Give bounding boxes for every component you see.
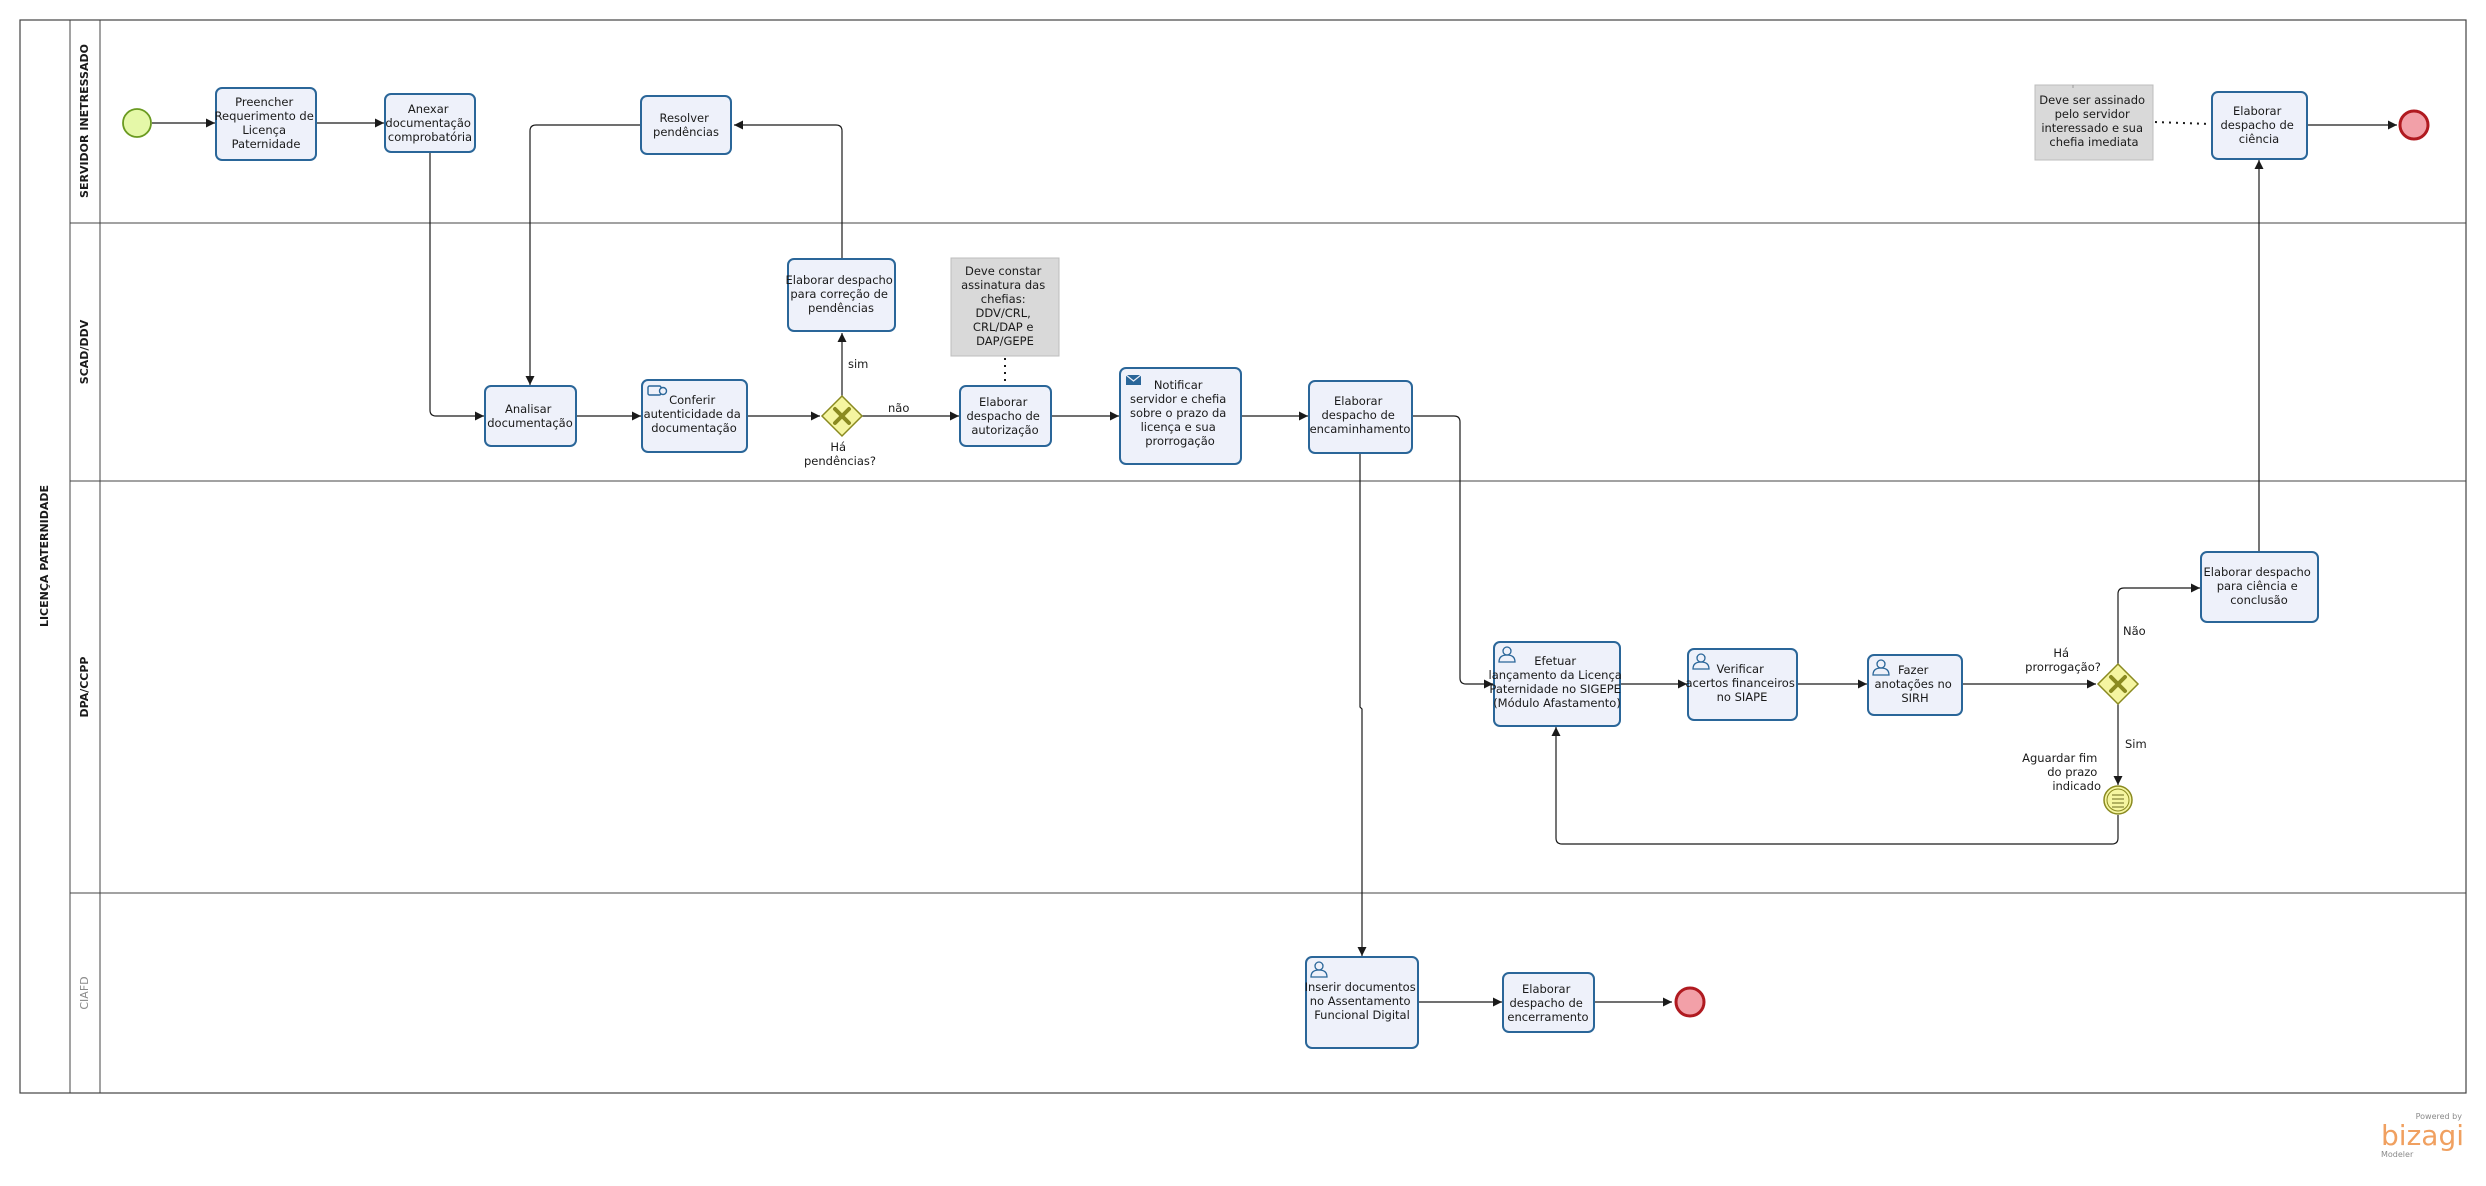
svg-text:Deve constar assinatura: Deve constar assinatura das chefias: DDV…: [961, 264, 1049, 348]
task-elab-ciencia-conclusao[interactable]: Elaborar despacho para ciência e conclus…: [2200, 551, 2319, 623]
flow-correcao-resolver: [734, 120, 843, 258]
gateway-prorrogacao[interactable]: [2096, 662, 2140, 706]
task-elab-correcao[interactable]: Elaborar despacho para correção de pendê…: [785, 258, 896, 332]
logo-product: Modeler: [2381, 1150, 2414, 1159]
task-conferir[interactable]: Conferir autenticidade da documentação: [641, 379, 748, 453]
end-event-ciafd[interactable]: [1674, 986, 1706, 1018]
flow-label-sim-lower: sim: [848, 357, 868, 371]
task-elab-encaminhamento[interactable]: Elaborar despacho de encaminhamento: [1308, 380, 1413, 454]
task-anexar[interactable]: Anexar documentação comprobatória: [384, 93, 476, 153]
lane-label-dpa: DPA/CCPP: [78, 657, 91, 718]
pool-title: LICENÇA PATERNIDADE: [38, 485, 51, 627]
svg-text:Elaborar despacho para c: Elaborar despacho para ciência e conclus…: [2203, 565, 2314, 607]
end-event-servidor[interactable]: [2398, 109, 2430, 141]
flow-label-sim-upper: Sim: [2125, 737, 2147, 751]
task-notificar[interactable]: Notificar servidor e chefia sobre o praz…: [1119, 367, 1242, 465]
task-inserir[interactable]: Inserir documentos no Assentamento Funci…: [1305, 956, 1420, 1049]
svg-text:Efetuar lançamento da Li: Efetuar lançamento da Licença Paternidad…: [1489, 654, 1626, 710]
svg-text:Deve ser assinado pelo s: Deve ser assinado pelo servidor interess…: [2039, 93, 2148, 149]
lane-label-ciafd: CIAFD: [78, 976, 91, 1009]
flow-encaminhamento-efetuar: [1412, 415, 1493, 689]
svg-text:Inserir documentos no As: Inserir documentos no Assentamento Funci…: [1305, 980, 1420, 1022]
user-task-icon: [1310, 961, 1328, 978]
pool: LICENÇA PATERNIDADE SERVIDOR INETRESSADO…: [19, 19, 2467, 1094]
x-icon: [833, 407, 851, 425]
svg-text:Elaborar despacho de: Elaborar despacho de encerramento: [1507, 982, 1588, 1024]
user-task-icon: [1872, 659, 1890, 676]
svg-text:Notificar servidor e che: Notificar servidor e chefia sobre o praz…: [1130, 378, 1230, 448]
svg-text:Elaborar despacho de: Elaborar despacho de autorização: [966, 395, 1043, 437]
flow-anexar-analisar: [429, 152, 484, 421]
timer-lines-icon: [2112, 794, 2124, 808]
annotation-assinatura-chefias: Deve constar assinatura das chefias: DDV…: [950, 257, 1060, 357]
sequence-flows: [152, 118, 2397, 1007]
gateway-prorrogacao-label: Há prorrogação?: [2025, 646, 2101, 674]
svg-text:Analisar documentação: Analisar documentação: [487, 402, 572, 430]
service-task-icon: [647, 385, 668, 396]
task-efetuar[interactable]: Efetuar lançamento da Licença Paternidad…: [1489, 641, 1626, 727]
task-elab-autorizacao[interactable]: Elaborar despacho de autorização: [959, 385, 1052, 447]
annotation-assinado-servidor: Deve ser assinado pelo servidor interess…: [2034, 84, 2154, 161]
lane-label-scad: SCAD/DDV: [78, 319, 91, 384]
svg-text:Conferir autenticidade d: Conferir autenticidade da documentação: [644, 393, 745, 435]
svg-text:Elaborar despacho de: Elaborar despacho de encaminhamento: [1310, 394, 1411, 436]
gateway-pendencias[interactable]: [820, 394, 864, 438]
svg-text:Verificar acertos financ: Verificar acertos financeiros no SIAPE: [1686, 662, 1799, 704]
svg-text:Resolver pendências: Resolver pendências: [653, 111, 719, 139]
task-elab-encerramento[interactable]: Elaborar despacho de encerramento: [1502, 972, 1595, 1033]
association-ciencia-note: [2154, 121, 2211, 125]
envelope-icon: [1125, 374, 1142, 385]
lane-label-servidor: SERVIDOR INETRESSADO: [78, 44, 91, 198]
svg-text:Elaborar despacho de: Elaborar despacho de ciência: [2220, 104, 2297, 146]
aguardar-label: Aguardar fim do prazo indicado: [2022, 751, 2101, 793]
user-task-icon: [1498, 646, 1516, 663]
start-event[interactable]: [122, 108, 152, 138]
svg-text:Preencher Requerimento d: Preencher Requerimento de Licença Patern…: [215, 95, 318, 151]
task-elab-ciencia[interactable]: Elaborar despacho de ciência: [2211, 91, 2308, 160]
logo-brand: bizagi: [2381, 1119, 2464, 1152]
svg-text:Elaborar despacho para c: Elaborar despacho para correção de pendê…: [785, 273, 896, 315]
bizagi-logo: Powered by bizagi Modeler: [2381, 1112, 2464, 1159]
flow-resolver-analisar: [525, 124, 640, 385]
logo-powered: Powered by: [2416, 1112, 2463, 1121]
svg-text:Fazer anotações no: Fazer anotações no SIRH: [1875, 663, 1956, 705]
flow-aguardar-efetuar: [1551, 727, 2119, 845]
associations: [1004, 121, 2211, 385]
flow-label-nao-lower: não: [888, 401, 909, 415]
user-task-icon: [1692, 653, 1710, 670]
task-fazer[interactable]: Fazer anotações no SIRH: [1867, 654, 1963, 716]
timer-event-aguardar[interactable]: [2103, 785, 2133, 815]
svg-text:Anexar documentação: Anexar documentação comprobatória: [385, 102, 474, 144]
gateway-pendencias-label: Há pendências?: [804, 440, 876, 468]
flow-gateway-conclusao: [2117, 583, 2200, 664]
flow-label-nao-upper: Não: [2123, 624, 2146, 638]
flow-encaminhamento-inserir: [1357, 453, 1367, 956]
task-resolver[interactable]: Resolver pendências: [640, 95, 732, 155]
task-verificar[interactable]: Verificar acertos financeiros no SIAPE: [1686, 648, 1799, 721]
task-analisar[interactable]: Analisar documentação: [484, 385, 577, 447]
task-preencher[interactable]: Preencher Requerimento de Licença Patern…: [215, 87, 318, 161]
x-icon: [2109, 675, 2127, 693]
